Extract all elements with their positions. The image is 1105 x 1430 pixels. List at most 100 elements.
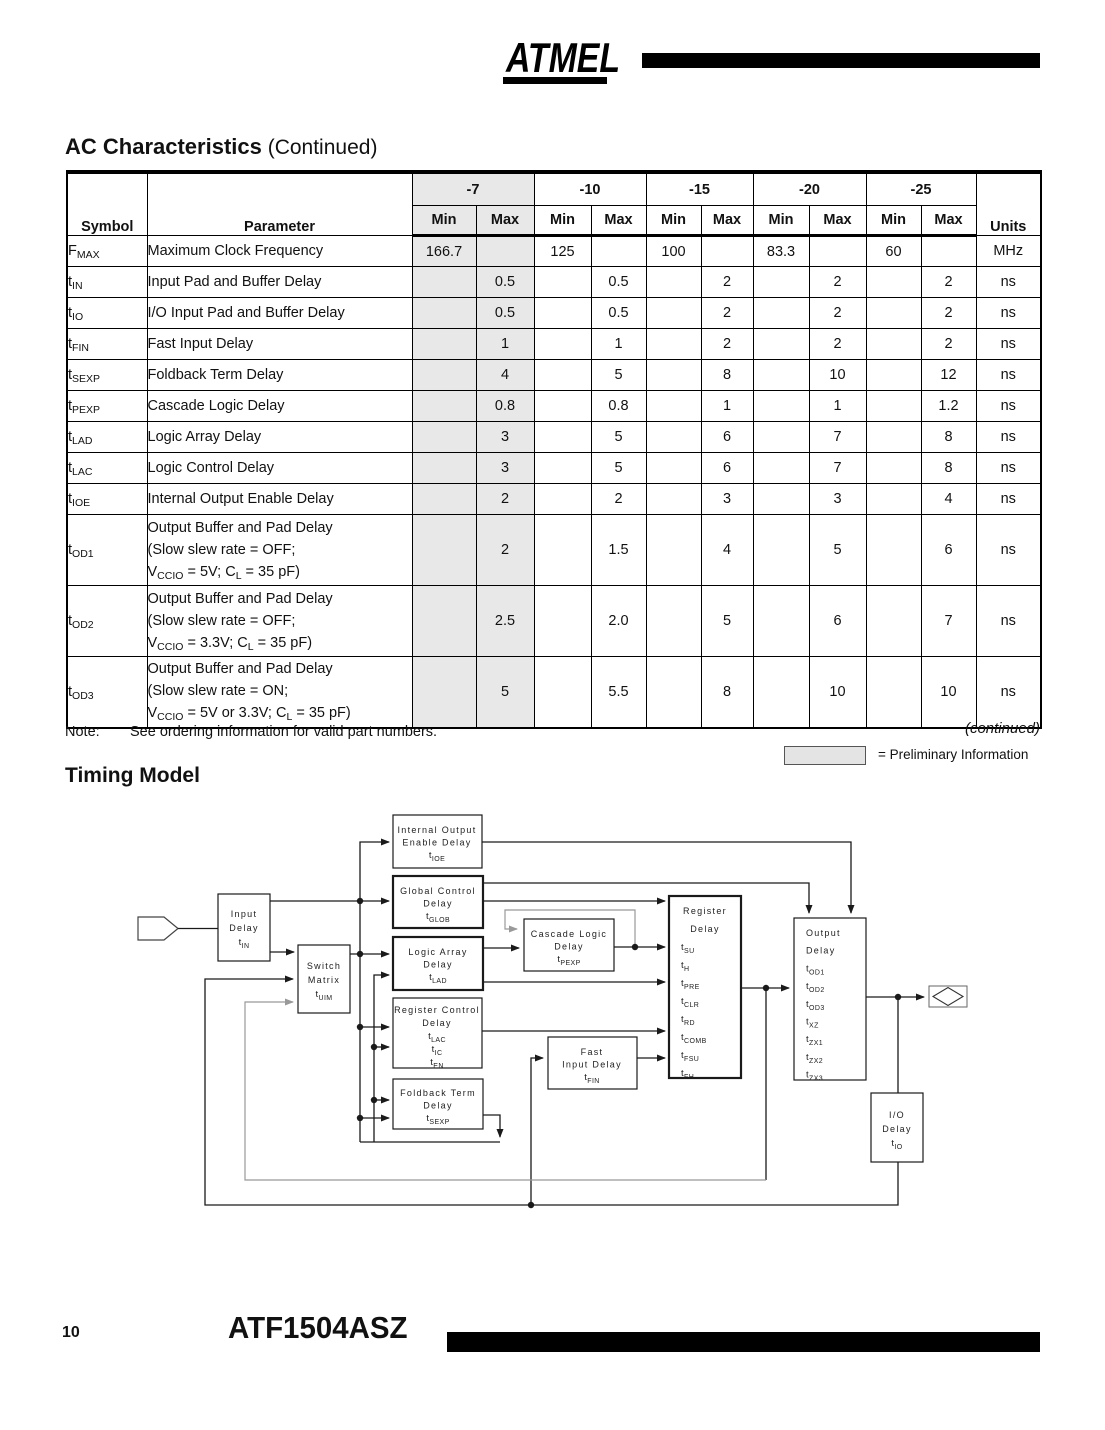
min-value-cell: [645, 390, 702, 422]
min-value-cell: [865, 452, 922, 484]
header-rule-bar: [642, 53, 1040, 68]
box-label: Input: [231, 909, 258, 919]
parameter-subscript: CCIO: [157, 640, 184, 653]
parameter-cell: I/O Input Pad and Buffer Delay: [146, 297, 413, 329]
max-value-cell: 2: [808, 328, 867, 360]
min-value-cell: [411, 328, 477, 360]
box-label: Delay: [554, 942, 584, 952]
symbol-subscript: PEXP: [72, 404, 101, 416]
box-label: Cascade Logic: [531, 929, 607, 939]
parameter-line: (Slow slew rate = OFF;: [147, 541, 296, 558]
max-value-cell: 5: [590, 359, 647, 391]
symbol-cell: tFIN: [66, 328, 148, 360]
junction-dots: [356, 897, 902, 1209]
min-value-cell: 83.3: [752, 235, 810, 267]
max-value-cell: 1: [475, 328, 535, 360]
min-value-cell: 166.7: [411, 235, 477, 267]
footer-rule-bar: [447, 1332, 1040, 1352]
min-value-cell: [533, 452, 592, 484]
min-value-cell: [533, 421, 592, 453]
parameter-line: Output Buffer and Pad Delay: [147, 661, 333, 678]
max-value-cell: 8: [920, 421, 977, 453]
min-value-cell: [865, 421, 922, 453]
min-value-cell: [865, 359, 922, 391]
max-value-cell: 8: [700, 656, 754, 728]
box-label: Delay: [423, 899, 453, 909]
min-value-cell: [752, 656, 810, 728]
min-value-cell: [752, 266, 810, 298]
diagram-wires: [178, 838, 925, 1206]
parameter-line: Input Pad and Buffer Delay: [147, 274, 322, 290]
box-label: Delay: [882, 1124, 912, 1134]
box-label: tIO: [891, 1138, 902, 1151]
min-value-cell: [645, 514, 702, 586]
box-label: Delay: [806, 946, 836, 956]
symbol-cell: tLAD: [66, 421, 148, 453]
min-value-cell: [533, 328, 592, 360]
min-value-cell: [645, 359, 702, 391]
units-cell: MHz: [975, 235, 1042, 267]
box-label: Internal Output: [397, 825, 476, 835]
min-value-cell: [752, 452, 810, 484]
min-value-cell: [865, 266, 922, 298]
box-label: Delay: [690, 924, 720, 934]
max-value-cell: 0.5: [475, 266, 535, 298]
max-value-cell: 0.5: [475, 297, 535, 329]
min-value-cell: [645, 297, 702, 329]
min-value-cell: [752, 359, 810, 391]
symbol-subscript: MAX: [76, 249, 100, 261]
units-cell: ns: [975, 514, 1042, 586]
max-value-cell: 5: [700, 585, 754, 657]
max-value-cell: 0.8: [475, 390, 535, 422]
units-cell: ns: [975, 421, 1042, 453]
min-value-cell: [533, 483, 592, 515]
max-value-cell: 6: [700, 452, 754, 484]
max-value-cell: 3: [475, 421, 535, 453]
min-value-cell: [752, 514, 810, 586]
max-value-cell: 2: [920, 328, 977, 360]
symbol-cell: tOD2: [66, 585, 148, 657]
parameter-line: Logic Array Delay: [147, 429, 262, 445]
box-label: Register Control: [394, 1005, 480, 1015]
parameter-line: Output Buffer and Pad Delay: [147, 590, 333, 607]
speed-grade-header: -25: [865, 171, 977, 206]
max-value-cell: 3: [700, 483, 754, 515]
parameter-subscript: L: [247, 640, 254, 653]
parameter-line: VCCIO = 5V or 3.3V; CL = 35 pF): [147, 705, 351, 724]
parameter-column-header: Parameter: [146, 171, 413, 236]
symbol-subscript: IOE: [72, 497, 91, 509]
min-value-cell: [752, 421, 810, 453]
max-value-cell: 8: [700, 359, 754, 391]
max-value-cell: 1.5: [590, 514, 647, 586]
min-value-cell: [865, 483, 922, 515]
min-value-cell: [752, 483, 810, 515]
page-title-continued: (Continued): [261, 136, 378, 159]
max-value-cell: 2.5: [475, 585, 535, 657]
max-value-cell: 3: [808, 483, 867, 515]
max-value-cell: 10: [808, 359, 867, 391]
min-value-cell: [752, 390, 810, 422]
io-pin-icon: [928, 985, 968, 1008]
min-value-cell: 125: [533, 235, 592, 267]
min-value-cell: [865, 390, 922, 422]
box-label: Delay: [229, 923, 259, 933]
max-header: Max: [475, 205, 535, 237]
min-value-cell: [645, 656, 702, 728]
min-value-cell: [645, 421, 702, 453]
max-value-cell: 4: [920, 483, 977, 515]
units-cell: ns: [975, 656, 1042, 728]
units-cell: ns: [975, 452, 1042, 484]
box-label: tIC: [432, 1044, 443, 1057]
